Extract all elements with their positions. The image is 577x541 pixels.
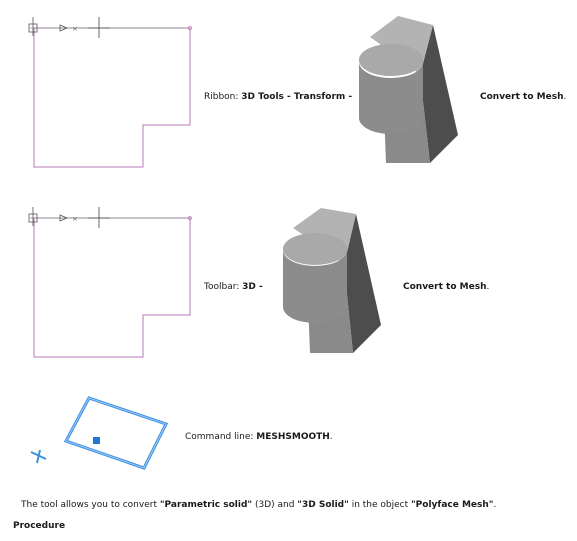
ribbon-instruction: Ribbon: 3D Tools - Transform - — [204, 92, 353, 102]
command-line-instruction: Command line: MESHSMOOTH. — [185, 432, 333, 442]
toolbar-convert-to-mesh: Convert to Mesh. — [403, 282, 490, 292]
ribbon-convert-to-mesh: Convert to Mesh. — [480, 92, 567, 102]
tool-description: The tool allows you to convert "Parametr… — [21, 500, 497, 510]
svg-text:×: × — [72, 215, 78, 223]
procedure-heading: Procedure — [13, 521, 66, 531]
toolbar-instruction: Toolbar: 3D - — [204, 282, 263, 292]
svg-text:×: × — [72, 25, 78, 33]
